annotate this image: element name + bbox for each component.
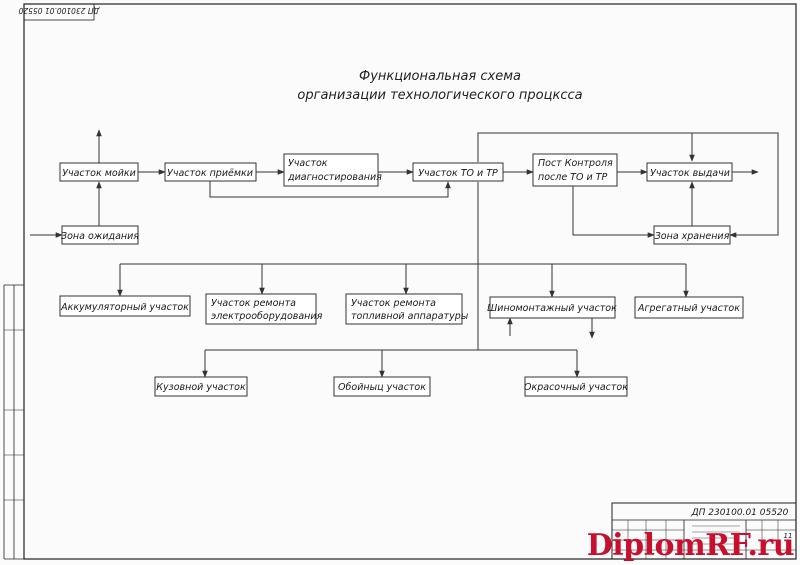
block-toplivo: Участок ремонта топливной аппаратуры (345, 293, 469, 325)
block-oboyn: Обойныц участок (333, 376, 431, 397)
block-hranenie: Зона хранения (653, 225, 731, 245)
block-ozhidanie-label: Зона ожидания (61, 231, 139, 242)
block-moyka: Участок мойки (59, 162, 139, 182)
title-block: ДП 230100.01 05520 11 (611, 502, 797, 560)
block-agregat: Агрегатный участок (634, 296, 744, 319)
block-post-label-1: Пост Контроля (538, 158, 613, 169)
block-kuzov-label: Кузовной участок (156, 382, 246, 393)
block-agregat-label: Агрегатный участок (637, 303, 740, 314)
block-akkum: Аккумуляторный участок (59, 295, 191, 317)
watermark-logo: DiplomRF.ru (586, 528, 795, 563)
block-vydacha-label: Участок выдачи (650, 168, 730, 179)
block-okras: Окрасочный участок (524, 376, 628, 397)
block-ozhidanie: Зона ожидания (61, 225, 139, 245)
block-okras-label: Окрасочный участок (524, 382, 628, 393)
block-toplivo-label-1: Участок ремонта (351, 298, 436, 309)
block-kuzov: Кузовной участок (154, 376, 248, 397)
top-stamp-text: ДП 230100.01 05520 (18, 6, 100, 15)
connectors (30, 129, 779, 378)
block-toplivo-label-2: топливной аппаратуры (351, 311, 469, 322)
block-elektro-label-1: Участок ремонта (211, 298, 296, 309)
block-oboyn-label: Обойныц участок (338, 382, 426, 393)
block-diagnost-label-1: Участок (288, 158, 328, 169)
block-priemka-label: Участок приёмки (167, 168, 253, 179)
block-elektro-label-2: электрооборудования (211, 311, 323, 322)
block-shino: Шиномонтажный участок (487, 296, 617, 319)
block-akkum-label: Аккумуляторный участок (60, 302, 189, 313)
diagram-title-line2: организации технологического процксса (297, 88, 582, 103)
block-to-tr: Участок ТО и ТР (412, 162, 504, 182)
block-hranenie-label: Зона хранения (655, 231, 730, 242)
block-priemka: Участок приёмки (164, 162, 257, 182)
left-margin-strip (3, 284, 24, 560)
block-diagnost-label-2: диагностирования (287, 172, 382, 183)
block-to-tr-label: Участок ТО и ТР (418, 168, 498, 179)
block-vydacha: Участок выдачи (646, 162, 733, 182)
titleblock-code: ДП 230100.01 05520 (691, 508, 789, 518)
sheet-frame (23, 3, 797, 560)
titleblock-sheet-number: 11 (784, 532, 793, 540)
block-post-kontrol: Пост Контроля после ТО и ТР (532, 153, 618, 187)
block-post-label-2: после ТО и ТР (538, 172, 607, 183)
diagram-title-line1: Функциональная схема (359, 69, 521, 84)
block-shino-label: Шиномонтажный участок (487, 303, 617, 314)
block-moyka-label: Участок мойки (62, 168, 136, 179)
block-diagnost: Участок диагностирования (283, 153, 382, 187)
block-elektro: Участок ремонта электрооборудования (205, 293, 323, 325)
top-stamp-box (23, 3, 95, 21)
